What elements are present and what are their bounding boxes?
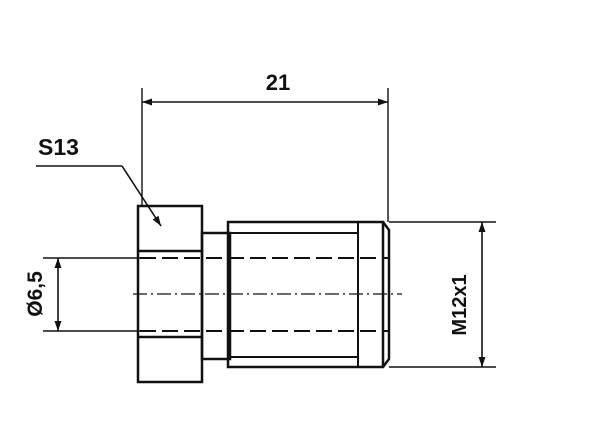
thread-size-label: M12x1 (449, 274, 471, 335)
length-dimension-label: 21 (266, 70, 290, 95)
chamfer-end (382, 221, 391, 368)
bore-diameter-label: Ø6,5 (24, 271, 47, 317)
hex-size-label: S13 (38, 134, 79, 160)
hex-leader-arrow (121, 165, 162, 227)
neck (200, 231, 232, 361)
threaded-body (226, 220, 385, 369)
